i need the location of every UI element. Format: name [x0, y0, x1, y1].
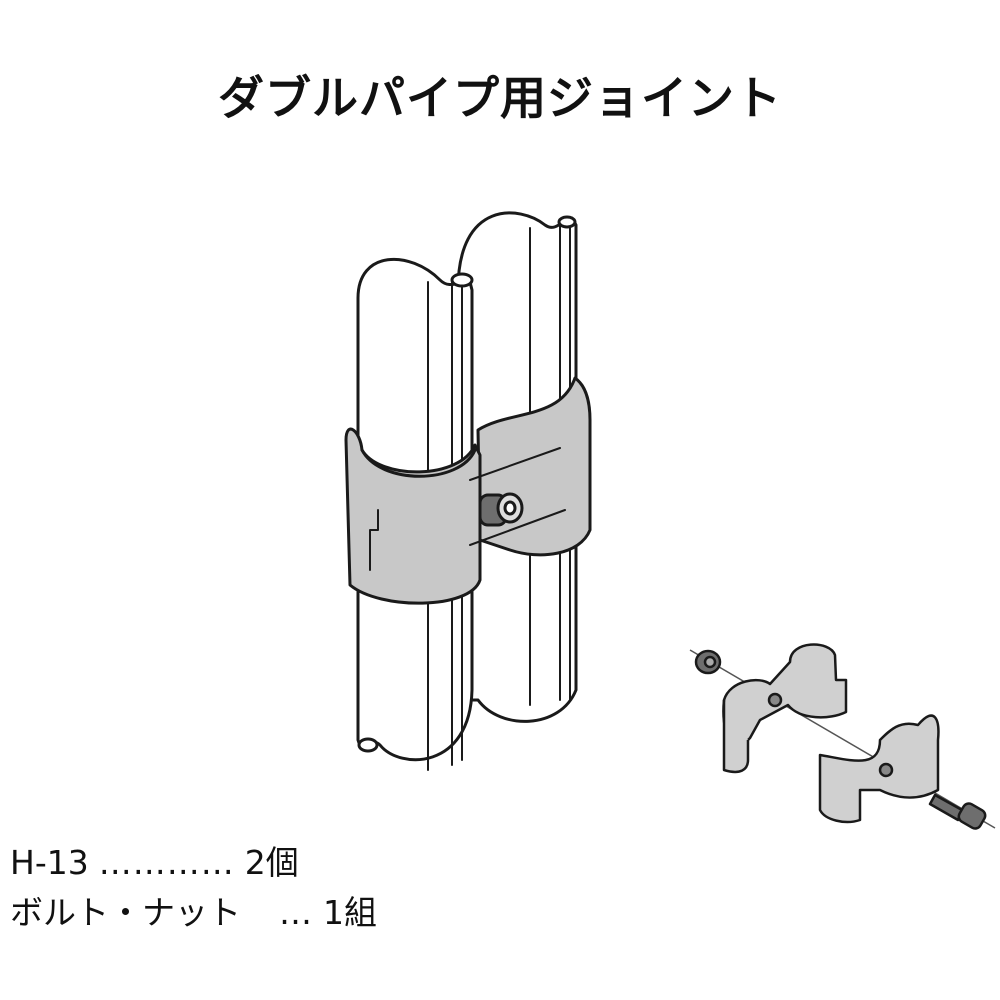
part-leader-dots: …	[279, 893, 313, 932]
part-name: ボルト・ナット	[10, 893, 241, 932]
left-clamp-band	[344, 427, 482, 605]
parts-list-item: H-13 ………… 2個	[10, 838, 377, 888]
hex-socket-bolt	[928, 793, 987, 830]
part-quantity: 2個	[244, 843, 299, 882]
exploded-parts-illustration	[689, 643, 996, 830]
nut	[694, 649, 722, 675]
part-quantity: 1組	[323, 893, 377, 932]
parts-list-item: ボルト・ナット … 1組	[10, 888, 377, 938]
page-title: ダブルパイプ用ジョイント	[218, 71, 782, 125]
upper-clamp-half	[722, 643, 848, 774]
parts-list: H-13 ………… 2個 ボルト・ナット … 1組	[10, 838, 377, 938]
part-leader-dots: …………	[98, 843, 235, 882]
part-name: H-13	[10, 843, 89, 882]
bolt	[469, 447, 566, 546]
lower-clamp-half	[818, 714, 940, 824]
